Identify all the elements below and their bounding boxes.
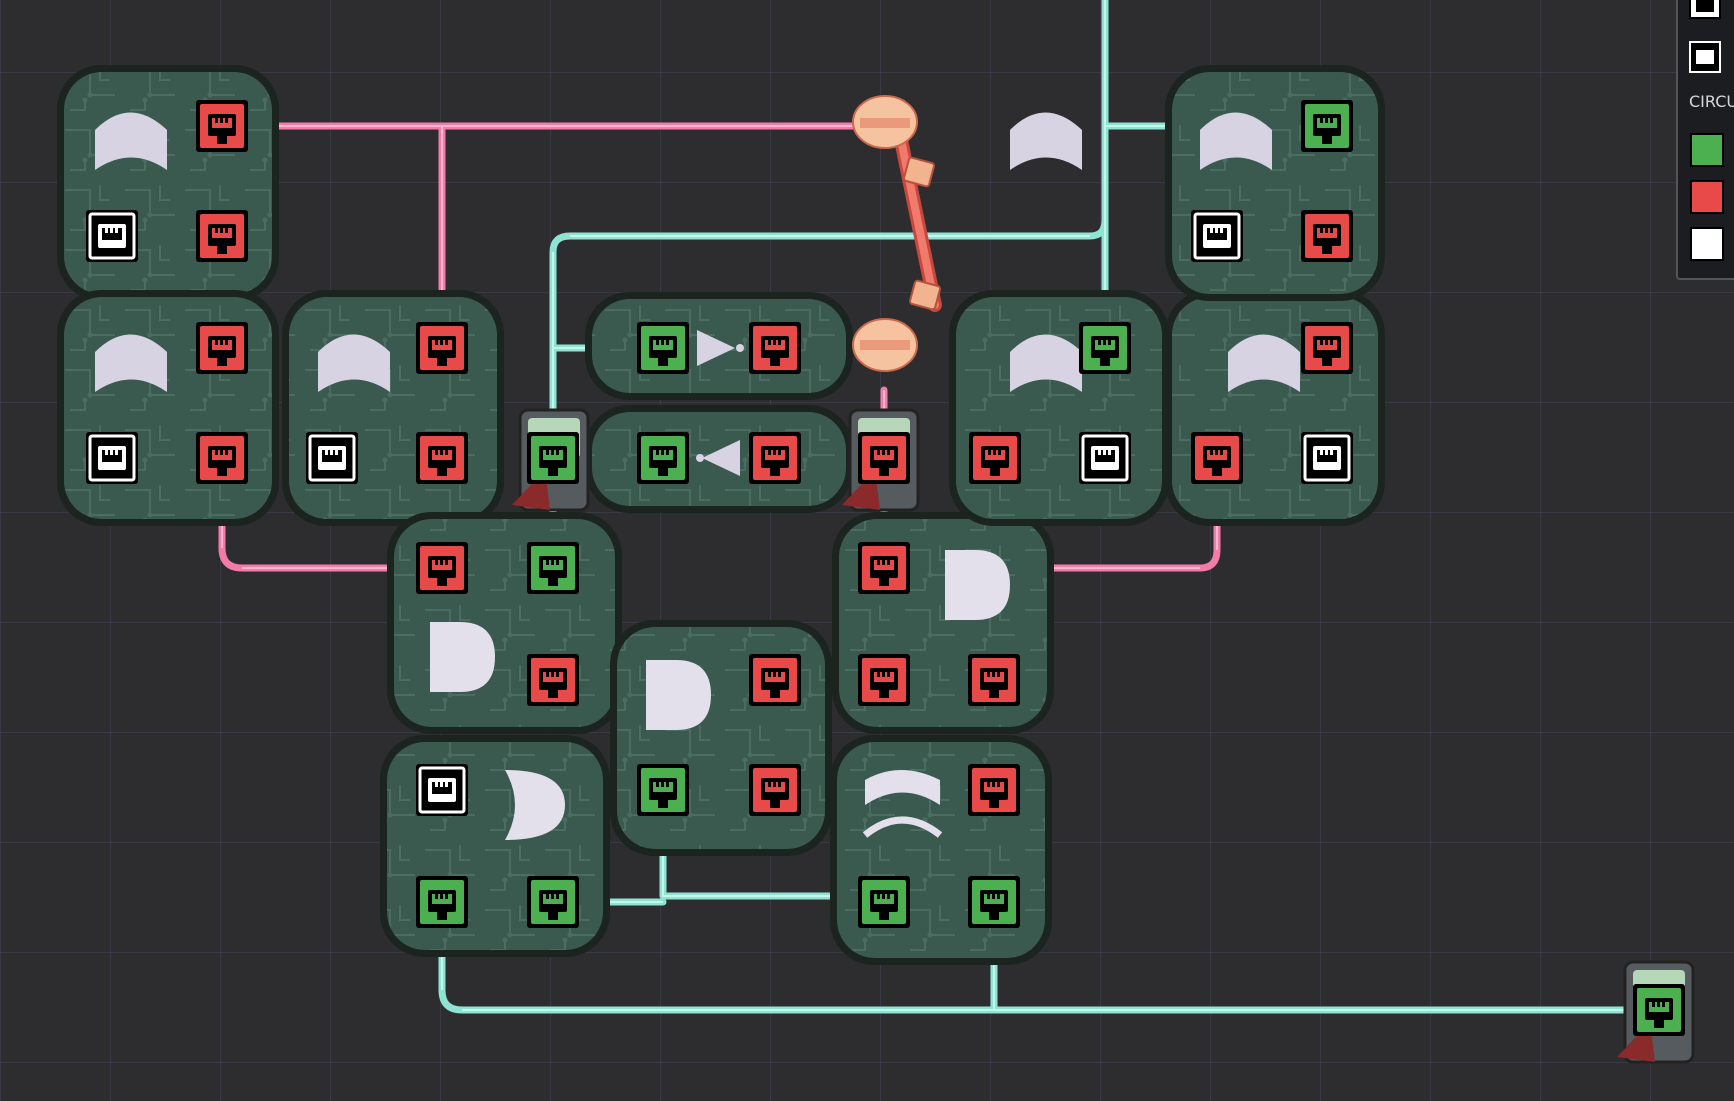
- legend-icons: [1689, 0, 1721, 73]
- wire-red: [991, 454, 1221, 572]
- white-port-icon[interactable]: [416, 764, 468, 816]
- legend-title: CIRCU: [1689, 92, 1734, 111]
- red-wire-bridge[interactable]: [852, 95, 942, 372]
- tile-or-gate[interactable]: [282, 290, 504, 526]
- tile-or-gate[interactable]: [949, 290, 1169, 526]
- white-port-icon[interactable]: [1079, 432, 1131, 484]
- red-port-icon[interactable]: [968, 764, 1020, 816]
- red-port-icon[interactable]: [749, 432, 801, 484]
- red-port-icon[interactable]: [416, 432, 468, 484]
- green-port-icon[interactable]: [527, 542, 579, 594]
- green-port-icon[interactable]: [637, 432, 689, 484]
- not-gate-dot: [696, 454, 704, 462]
- or-gate-symbol: [1010, 334, 1082, 392]
- red-port-icon[interactable]: [416, 542, 468, 594]
- or-gate-symbol: [505, 770, 565, 840]
- green-port-icon[interactable]: [637, 322, 689, 374]
- green-port-icon[interactable]: [527, 432, 579, 484]
- red-port-icon[interactable]: [858, 432, 910, 484]
- red-port-icon[interactable]: [749, 764, 801, 816]
- wire-red: [218, 454, 446, 572]
- red-port-icon[interactable]: [968, 654, 1020, 706]
- red-swatch: [1690, 180, 1724, 214]
- green-port-icon[interactable]: [858, 876, 910, 928]
- white-port-icon[interactable]: [86, 210, 138, 262]
- white-swatch: [1690, 227, 1724, 261]
- not-gate-symbol: [702, 440, 740, 476]
- green-port-icon[interactable]: [637, 764, 689, 816]
- red-port-icon[interactable]: [858, 542, 910, 594]
- and-gate-symbol: [945, 550, 1010, 620]
- or-gate-symbol: [1228, 334, 1300, 392]
- red-port-icon[interactable]: [1301, 322, 1353, 374]
- green-swatch: [1690, 133, 1724, 167]
- red-port-icon[interactable]: [196, 432, 248, 484]
- not-gate-symbol: [697, 330, 735, 366]
- or-gate-symbol: [1200, 112, 1272, 170]
- green-port-icon[interactable]: [527, 876, 579, 928]
- or-gate-symbol: [95, 334, 167, 392]
- red-port-icon[interactable]: [1301, 210, 1353, 262]
- legend-port-icon: [1689, 0, 1721, 19]
- red-port-icon[interactable]: [416, 322, 468, 374]
- white-port-icon[interactable]: [86, 432, 138, 484]
- xor-gate-symbol: [862, 770, 943, 838]
- red-port-icon[interactable]: [527, 654, 579, 706]
- white-port-icon[interactable]: [306, 432, 358, 484]
- not-gate-dot: [736, 344, 744, 352]
- red-port-icon[interactable]: [1191, 432, 1243, 484]
- red-port-icon[interactable]: [749, 322, 801, 374]
- red-port-icon[interactable]: [969, 432, 1021, 484]
- white-port-icon[interactable]: [1191, 210, 1243, 262]
- red-port-icon[interactable]: [196, 100, 248, 152]
- and-gate-symbol: [646, 660, 711, 730]
- red-port-icon[interactable]: [749, 654, 801, 706]
- wire-green: [438, 898, 1664, 1014]
- green-port-icon[interactable]: [1633, 984, 1685, 1036]
- or-gate-symbol: [318, 334, 390, 392]
- tile-or-gate[interactable]: [1165, 65, 1385, 301]
- red-port-icon[interactable]: [196, 322, 248, 374]
- legend-plug-icon: [1689, 41, 1721, 73]
- green-port-icon[interactable]: [1079, 322, 1131, 374]
- white-port-icon[interactable]: [1301, 432, 1353, 484]
- or-gate-symbol: [1010, 112, 1082, 170]
- green-port-icon[interactable]: [1301, 100, 1353, 152]
- or-gate-symbol: [95, 112, 167, 170]
- green-port-icon[interactable]: [968, 876, 1020, 928]
- green-port-icon[interactable]: [416, 876, 468, 928]
- red-port-icon[interactable]: [858, 654, 910, 706]
- and-gate-symbol: [430, 622, 495, 692]
- circuit-legend-panel: [1676, 0, 1734, 280]
- red-port-icon[interactable]: [196, 210, 248, 262]
